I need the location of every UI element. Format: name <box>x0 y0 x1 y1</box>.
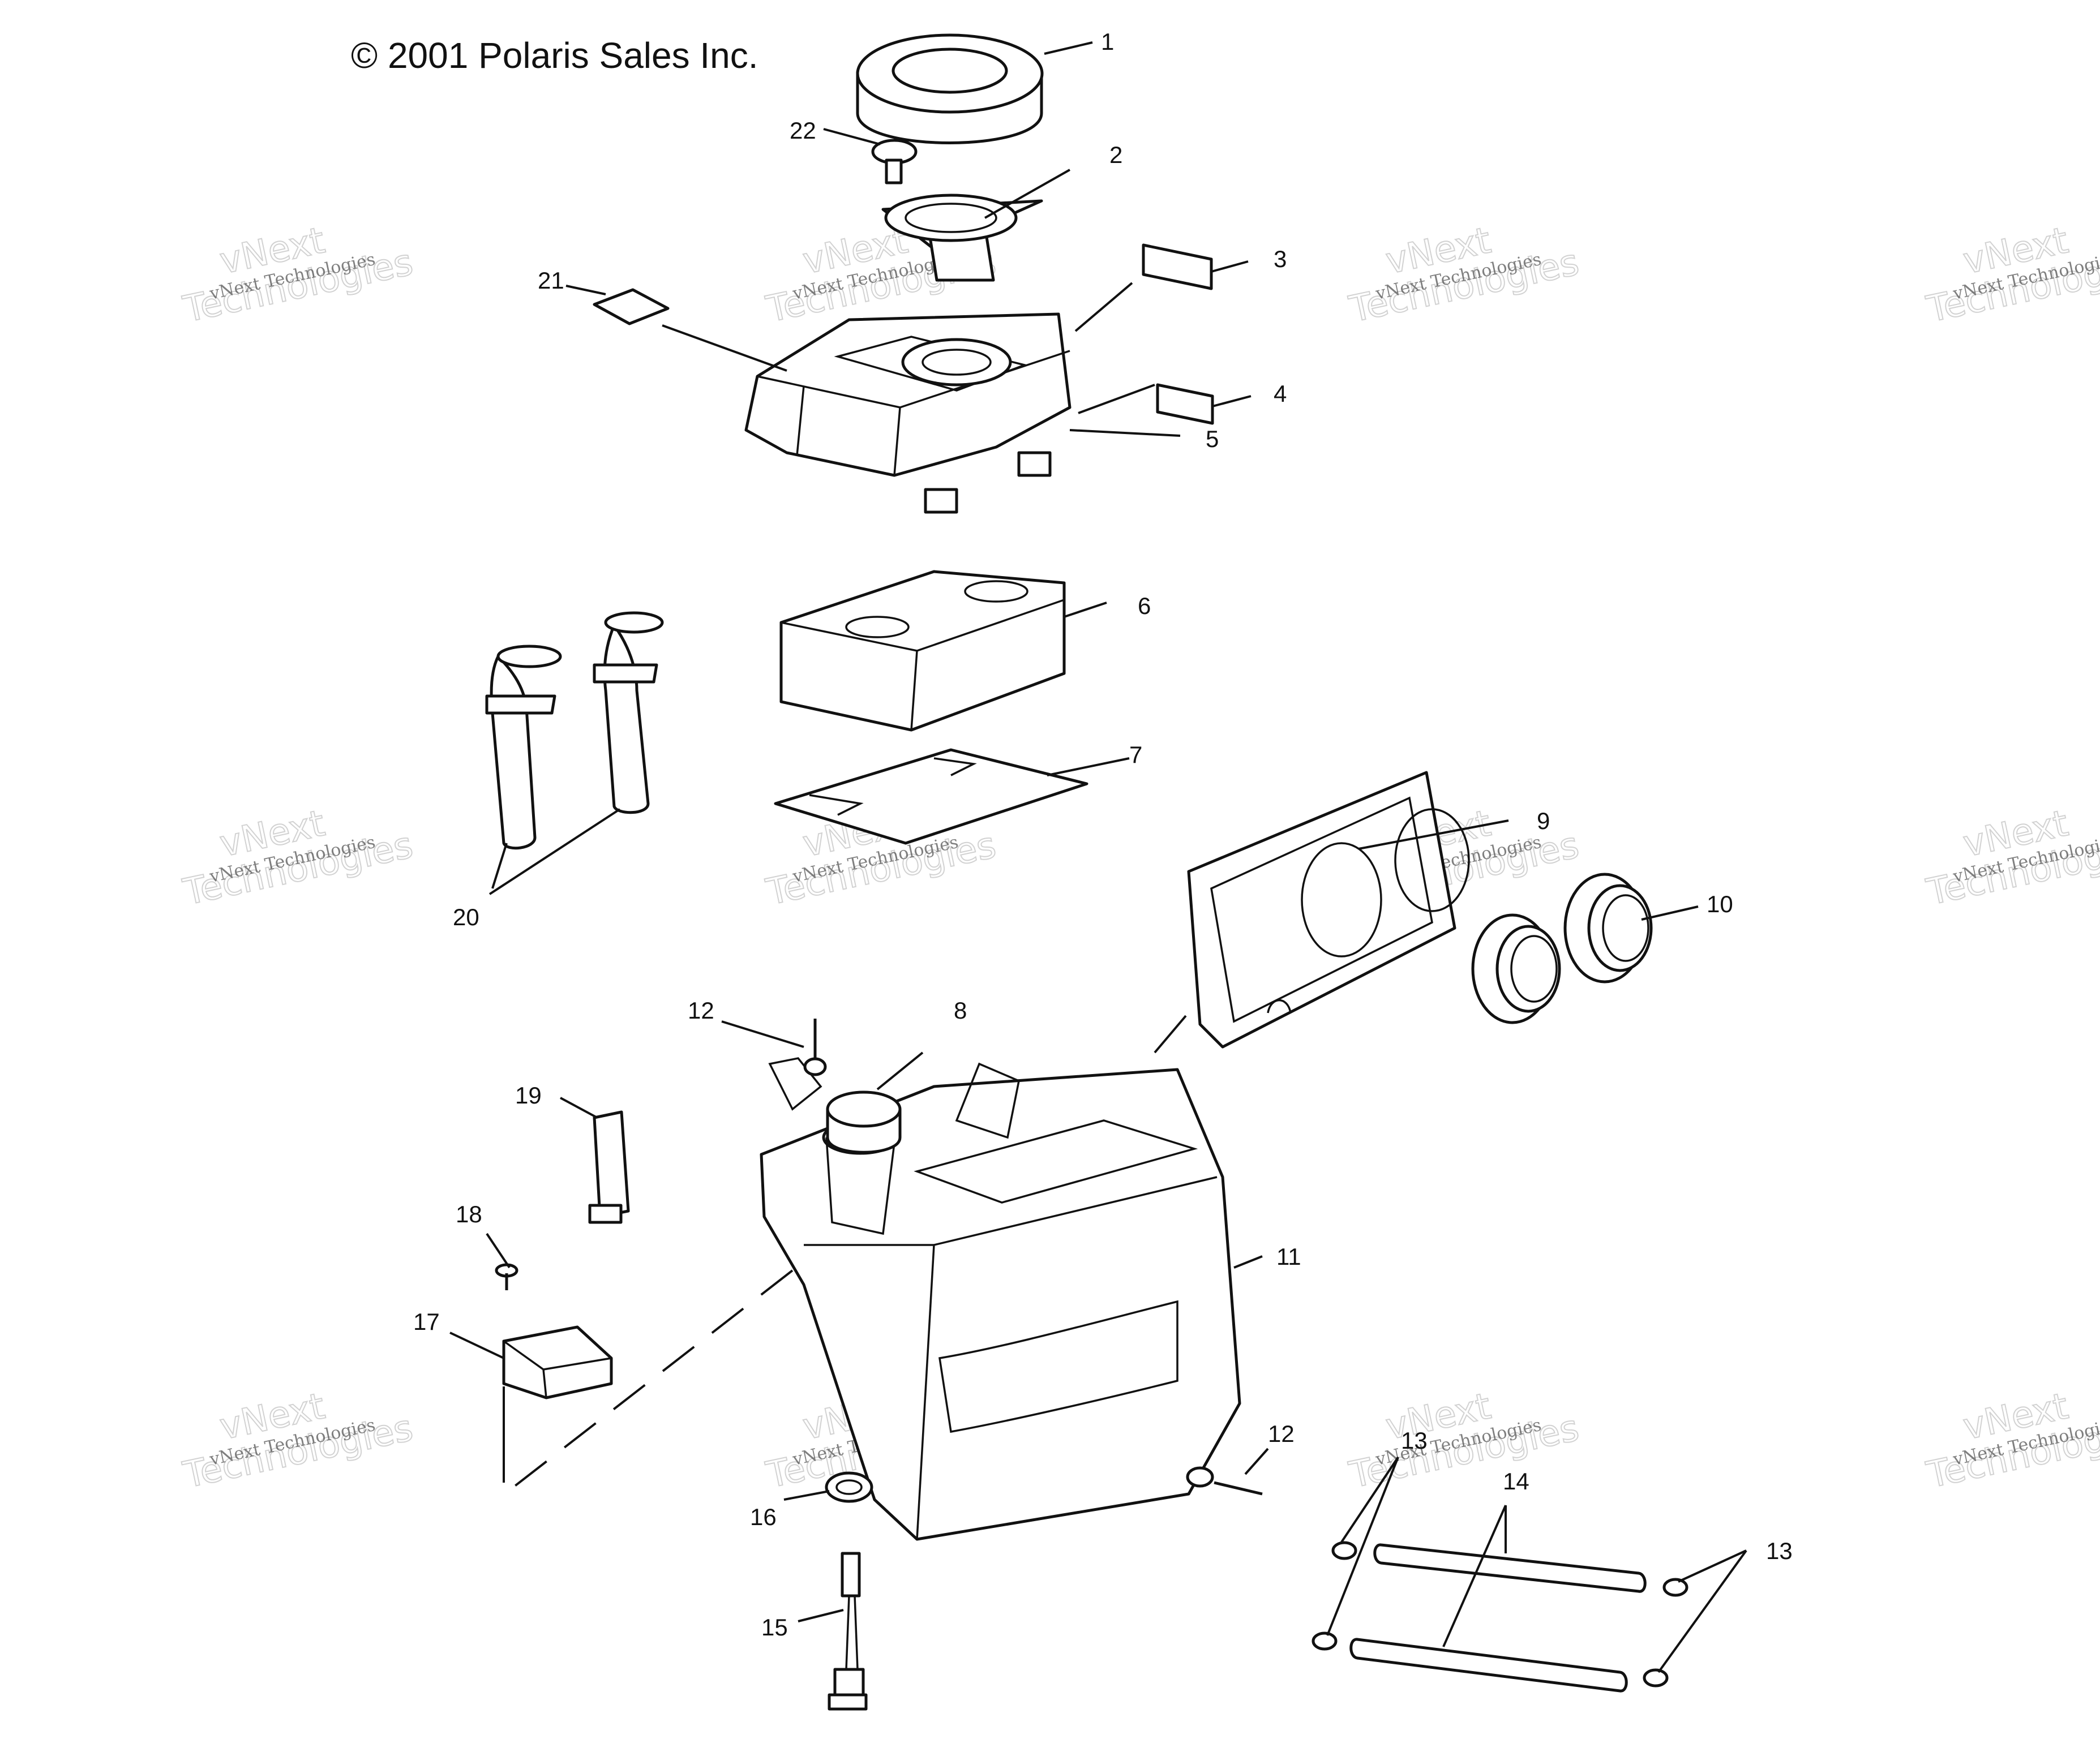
part-6-filter <box>779 570 1066 732</box>
part-22-push-rivet <box>871 139 918 184</box>
part-5-airbox-cover <box>744 312 1072 514</box>
callout-13-right: 13 <box>1766 1538 1793 1564</box>
part-8-cap <box>826 1090 902 1154</box>
callout-9: 9 <box>1537 808 1550 834</box>
callout-11: 11 <box>1276 1243 1301 1270</box>
callout-21: 21 <box>538 267 564 294</box>
part-19-strap <box>588 1110 630 1224</box>
callout-7: 7 <box>1129 741 1142 768</box>
watermark: vNext Technologies vNext Technologies <box>179 802 417 914</box>
callout-19: 19 <box>515 1082 542 1109</box>
callout-14: 14 <box>1503 1468 1529 1495</box>
callout-17: 17 <box>413 1308 440 1335</box>
part-1-foam-ring <box>856 33 1044 144</box>
part-13-clamps <box>1312 1541 1688 1688</box>
watermark: vNext Technologies vNext Technologies <box>1922 802 2100 914</box>
callout-20: 20 <box>453 904 479 930</box>
part-4-decal <box>1156 383 1214 425</box>
callout-5: 5 <box>1206 426 1219 452</box>
watermark: vNext Technologies vNext Technologies <box>1345 1385 1583 1497</box>
watermark: vNext Technologies vNext Technologies <box>1345 219 1583 332</box>
callout-labels: 1 2 3 4 5 6 7 8 9 10 11 12 12 13 13 14 1… <box>413 28 1793 1641</box>
watermark: vNext Technologies vNext Technologies <box>1922 1385 2100 1497</box>
part-21-decal <box>593 288 670 325</box>
part-10-boots <box>1471 873 1653 1024</box>
callout-13-left: 13 <box>1401 1427 1428 1454</box>
callout-12-upper: 12 <box>688 997 714 1024</box>
part-12-pin-upper <box>803 1019 827 1076</box>
part-9-airbox-lid <box>1187 771 1470 1049</box>
callout-16: 16 <box>750 1504 777 1530</box>
copyright-notice: © 2001 Polaris Sales Inc. <box>351 35 758 76</box>
part-20-velocity-stacks <box>485 611 664 850</box>
callout-8: 8 <box>954 997 967 1024</box>
part-2-intake-adapter <box>881 194 1043 282</box>
part-14-rods <box>1349 1543 1647 1693</box>
part-15-sensor <box>828 1552 868 1711</box>
watermark: vNext Technologies vNext Technologies <box>179 1385 417 1497</box>
callout-22: 22 <box>790 117 816 144</box>
callout-15: 15 <box>761 1614 788 1641</box>
part-7-gasket-plate <box>774 748 1088 845</box>
watermark: vNext Technologies vNext Technologies <box>179 219 417 332</box>
part-12-bolt-lower <box>1186 1466 1263 1496</box>
part-17-control-module <box>502 1325 613 1399</box>
part-16-grommet <box>825 1471 873 1503</box>
leader-lines <box>449 41 1747 1673</box>
callout-4: 4 <box>1274 380 1287 407</box>
watermark: vNext Technologies vNext Technologies <box>1922 219 2100 332</box>
callout-18: 18 <box>456 1201 482 1227</box>
callout-12-lower: 12 <box>1268 1420 1295 1447</box>
callout-6: 6 <box>1138 592 1151 619</box>
part-3-decal <box>1142 243 1213 290</box>
callout-3: 3 <box>1274 246 1287 272</box>
part-18-screw <box>495 1263 518 1290</box>
callout-10: 10 <box>1707 891 1733 917</box>
callout-2: 2 <box>1109 141 1122 168</box>
callout-1: 1 <box>1101 28 1114 55</box>
